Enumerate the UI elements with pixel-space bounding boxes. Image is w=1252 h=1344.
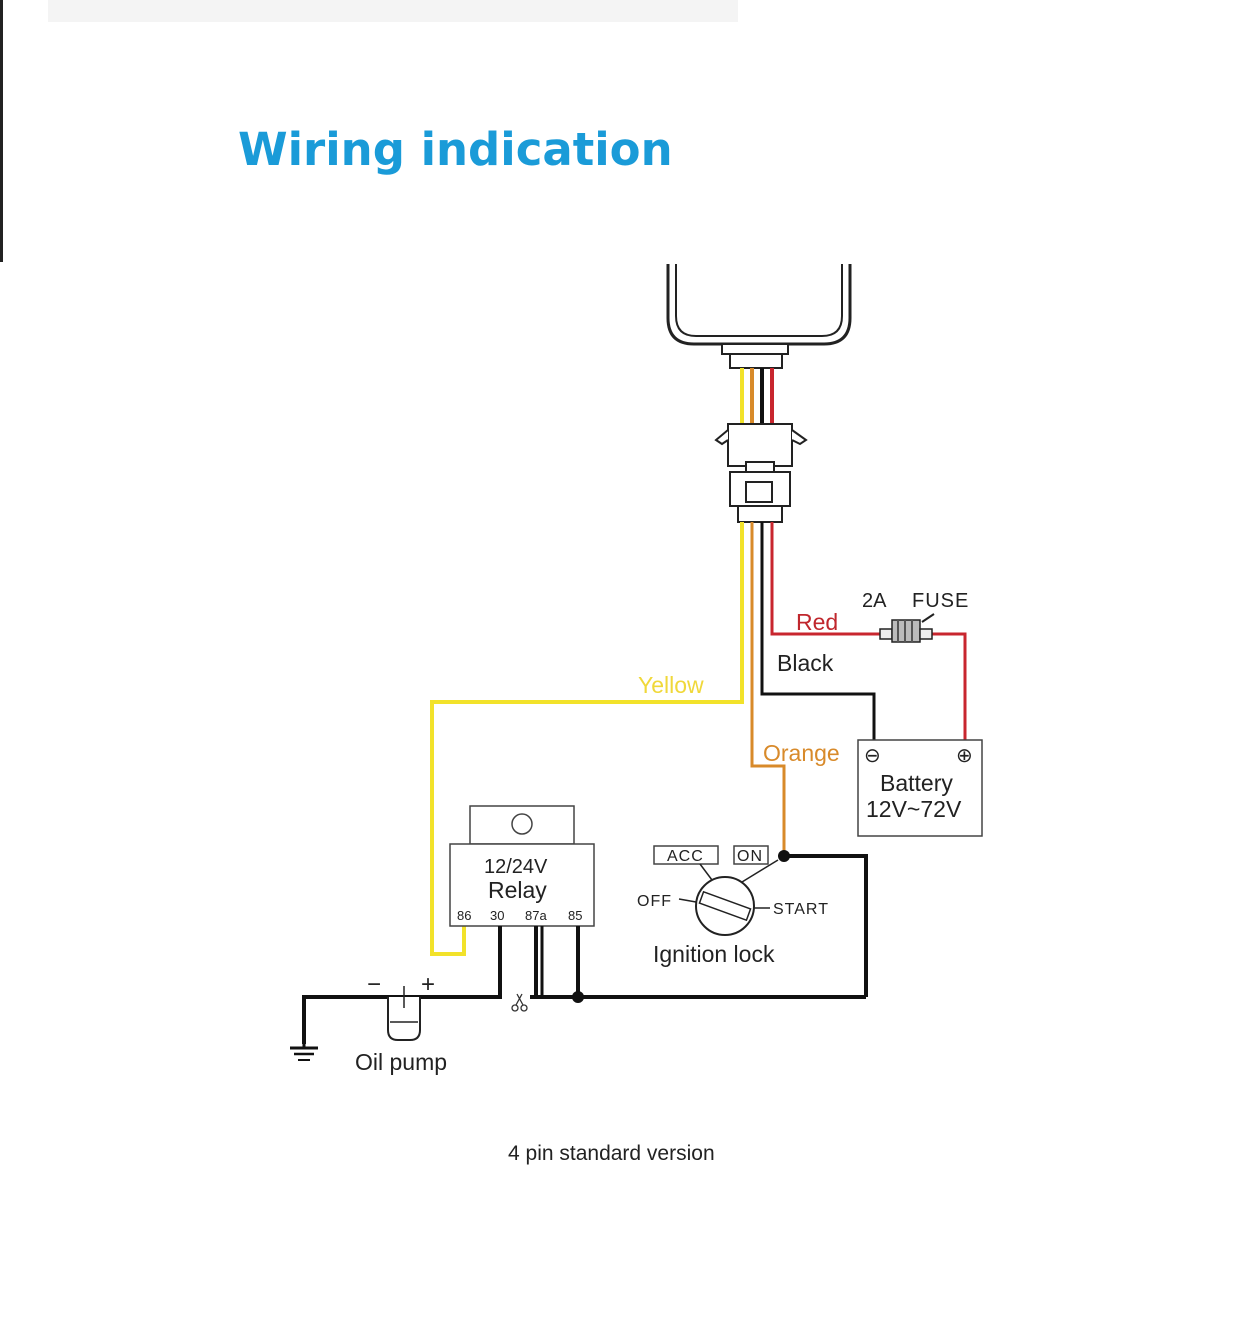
yellow-wire (430, 522, 744, 956)
scissors-icon (511, 993, 528, 1012)
ignition-on-label: ON (737, 848, 763, 865)
relay (449, 805, 595, 927)
ignition-acc-label: ACC (667, 848, 704, 865)
oil-pump-label: Oil pump (355, 1049, 447, 1075)
oil-pump (387, 986, 421, 1041)
ground-icon (290, 1044, 318, 1061)
fuse-label: FUSE (912, 590, 969, 612)
relay-pin-86: 86 (457, 908, 471, 923)
ignition-lock (653, 845, 779, 936)
relay-pin-85: 85 (568, 908, 582, 923)
orange-wire (750, 522, 786, 856)
tracker-device (666, 264, 852, 369)
wire-connector (714, 423, 808, 523)
oil-pump-minus: − (367, 971, 381, 998)
red-wire (770, 522, 967, 740)
orange-wire-label: Orange (763, 740, 840, 766)
ignition-off-label: OFF (637, 893, 672, 910)
oil-pump-plus: + (421, 971, 435, 998)
battery (857, 739, 983, 837)
black-wire (760, 522, 876, 740)
relay-pin-87a: 87a (525, 908, 547, 923)
black-wire-label: Black (777, 650, 834, 676)
fuse-rating: 2A (862, 590, 887, 612)
diagram-caption: 4 pin standard version (508, 1142, 715, 1165)
red-wire-label: Red (796, 609, 838, 635)
yellow-wire-label: Yellow (638, 672, 704, 698)
fuse (879, 613, 935, 643)
ignition-lock-label: Ignition lock (653, 941, 775, 967)
battery-voltage: 12V~72V (866, 796, 962, 822)
battery-label: Battery (880, 770, 953, 796)
relay-label: Relay (488, 877, 547, 903)
battery-negative-terminal: ⊖ (864, 745, 881, 767)
ignition-start-label: START (773, 901, 829, 918)
left-edge-line (0, 0, 3, 262)
relay-voltage: 12/24V (484, 856, 548, 878)
top-strip (48, 0, 738, 22)
battery-positive-terminal: ⊕ (956, 745, 973, 767)
relay-pin-30: 30 (490, 908, 504, 923)
page-title: Wiring indication (238, 123, 673, 176)
device-leads (740, 368, 774, 424)
